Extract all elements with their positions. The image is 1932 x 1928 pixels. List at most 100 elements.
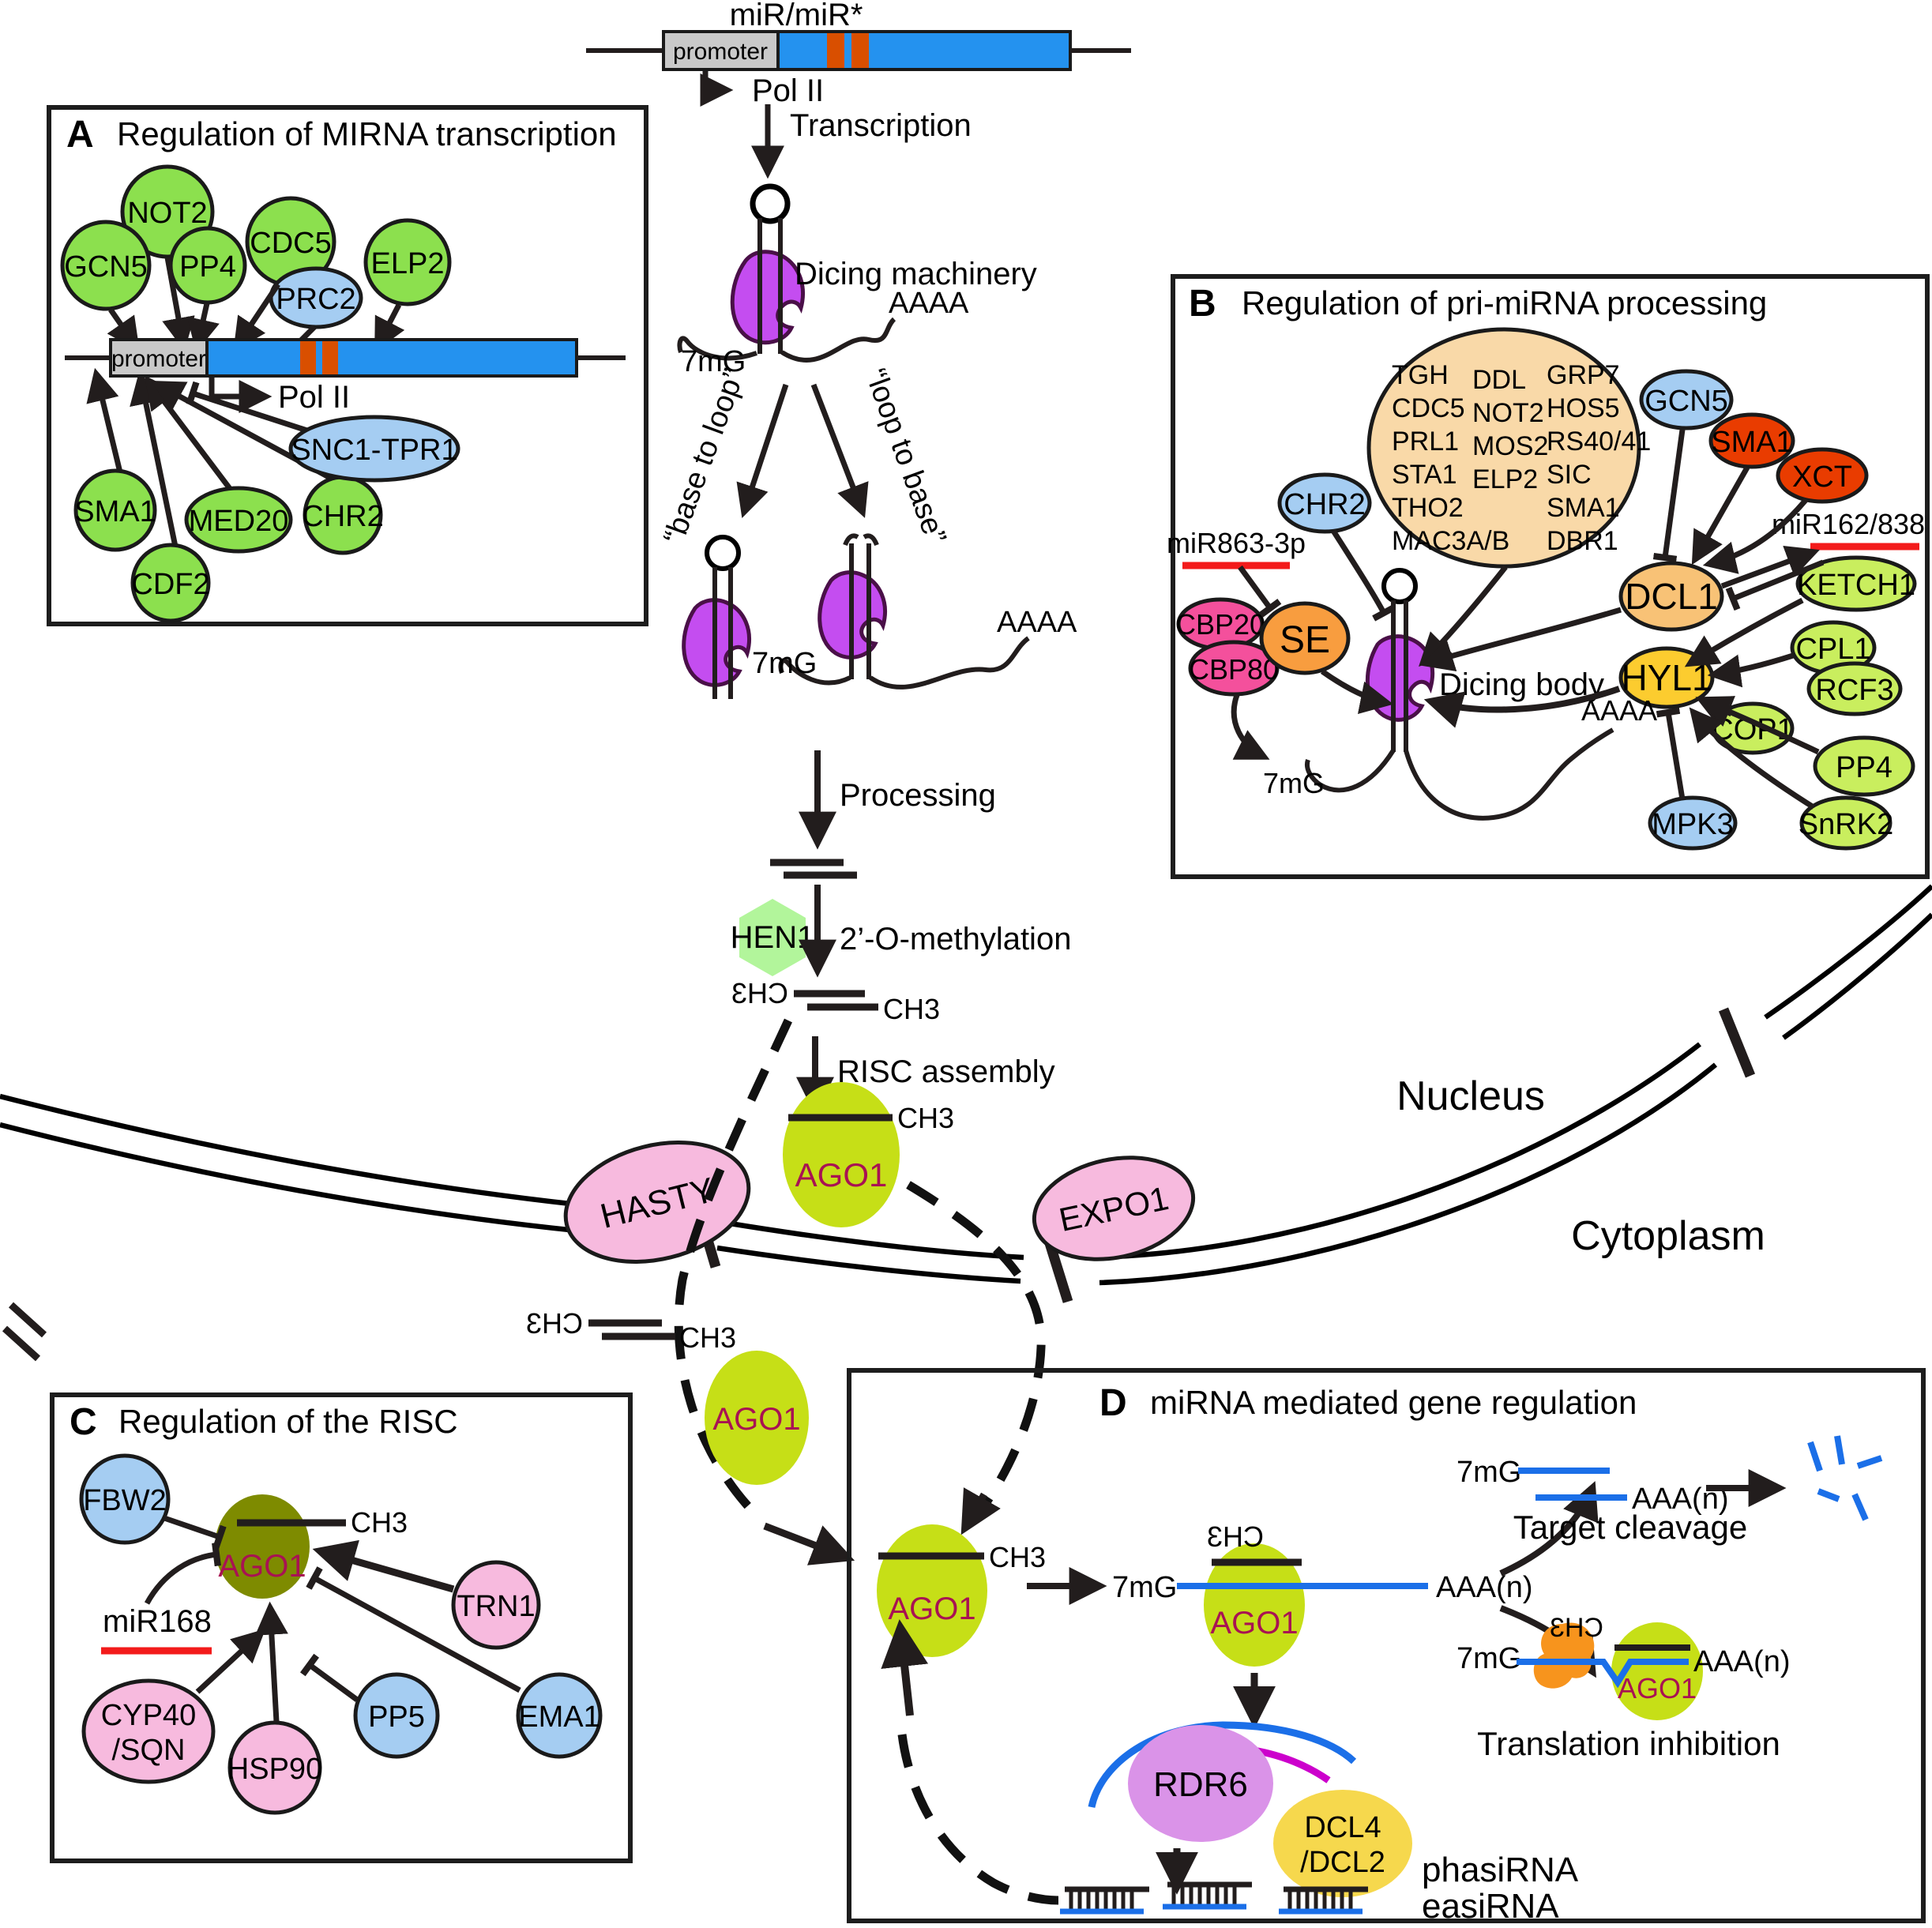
panel-c-box bbox=[50, 1392, 633, 1863]
dicing-flank-3p bbox=[1404, 727, 1614, 821]
cpl1-to-hyl1 bbox=[1707, 652, 1795, 688]
node-chr2-b bbox=[1277, 472, 1372, 534]
mpk3-inhibit-hyl1 bbox=[1656, 707, 1686, 800]
panel-a-title: Regulation of MIRNA transcription bbox=[117, 115, 617, 152]
envelope-edge-break-a bbox=[8, 1302, 47, 1338]
complex-to-dicing bbox=[1419, 565, 1508, 667]
cbp20-label: CBP20 bbox=[1175, 608, 1265, 641]
hairpin2-loop bbox=[705, 535, 741, 571]
node-dcl4-dcl2 bbox=[1273, 1790, 1412, 1897]
mir-star-segment-a bbox=[322, 341, 338, 374]
pol2-label: Pol II bbox=[752, 73, 824, 108]
pp4-a-label: PP4 bbox=[179, 250, 236, 284]
mir162-inhibit-dcl1 bbox=[1725, 559, 1825, 611]
ch3-label-1: CH3 bbox=[883, 993, 940, 1025]
nuclear-envelope: HASTY EXPO1 Nucleus Cytoplasm bbox=[0, 884, 1932, 1362]
node-cyp40-sqn bbox=[81, 1678, 216, 1784]
node-pp5 bbox=[353, 1672, 440, 1759]
ema1-label: EMA1 bbox=[518, 1701, 600, 1734]
methylation-label: 2’-O-methylation bbox=[840, 922, 1071, 956]
cdc5-label: CDC5 bbox=[250, 227, 331, 260]
envelope-seg4-a bbox=[1764, 884, 1932, 1020]
panel-d: D miRNA mediated gene regulation CH3 AGO… bbox=[847, 1368, 1926, 1926]
flank2-3p bbox=[869, 636, 1030, 690]
hsp90-to-ago1 bbox=[254, 1601, 288, 1723]
mir168-label: miR168 bbox=[103, 1604, 212, 1639]
ti-mrna-line bbox=[1517, 1659, 1689, 1689]
node-dcl1 bbox=[1618, 561, 1724, 632]
envelope-seg2-b bbox=[716, 1245, 1021, 1284]
aaaa-label-2: AAAA bbox=[997, 606, 1077, 639]
panel-c-tag: C bbox=[70, 1401, 97, 1443]
trn1-label: TRN1 bbox=[457, 1590, 535, 1623]
med20-label: MED20 bbox=[189, 505, 289, 538]
cyp40-arrow bbox=[195, 1629, 266, 1694]
mir-segment-a bbox=[300, 341, 316, 374]
node-rdr6 bbox=[1128, 1725, 1273, 1842]
ch3-mirrored-2: CH3 bbox=[526, 1307, 583, 1340]
envelope-seg1-a bbox=[0, 1093, 633, 1213]
node-rcf3 bbox=[1806, 661, 1903, 716]
base-to-loop-label: “base to loop” bbox=[657, 365, 751, 549]
aaan-label-1: AAA(n) bbox=[1436, 1571, 1532, 1604]
ema1-inhibit-ago1 bbox=[306, 1566, 521, 1693]
mpk3-label: MPK3 bbox=[1652, 808, 1733, 841]
cbp80-label: CBP80 bbox=[1189, 653, 1279, 686]
ch3-mirrored-d2: CH3 bbox=[1207, 1520, 1264, 1553]
cx-mac3ab: MAC3A/B bbox=[1392, 526, 1509, 556]
node-med20 bbox=[184, 486, 293, 554]
cx-sta1: STA1 bbox=[1392, 460, 1457, 490]
pp4-to-hyl1 bbox=[1698, 695, 1820, 755]
hen1-label: HEN1 bbox=[731, 920, 815, 955]
processing-complex-list: TGH CDC5 PRL1 STA1 THO2 MAC3A/B DDL NOT2… bbox=[1392, 360, 1651, 556]
hen1-hexagon bbox=[739, 899, 806, 976]
fbw2-label: FBW2 bbox=[83, 1484, 167, 1517]
ago1-d1-label: AGO1 bbox=[888, 1592, 975, 1626]
cx-grp7: GRP7 bbox=[1547, 360, 1620, 390]
ago1-cytoplasm-label: AGO1 bbox=[712, 1402, 800, 1437]
panel-b-box bbox=[1171, 274, 1930, 879]
xct-to-dcl1 bbox=[1702, 497, 1809, 574]
envelope-seg3-b bbox=[1099, 1062, 1718, 1286]
ch3-mirrored-2-label: CH3 bbox=[526, 1307, 583, 1340]
cx-hos5: HOS5 bbox=[1547, 393, 1620, 423]
node-elp2-a bbox=[363, 218, 452, 306]
pp5-label: PP5 bbox=[368, 1701, 425, 1734]
top-gene-diagram: miR/miR* promoter Pol II Transcription bbox=[586, 0, 1131, 179]
ch3-label-3: CH3 bbox=[679, 1321, 736, 1354]
chr2-a-label-t: CHR2 bbox=[302, 500, 383, 533]
ch3-mirrored-1: CH3 bbox=[731, 977, 788, 1009]
trn1-to-ago1 bbox=[312, 1539, 455, 1593]
snrk2-label: SnRK2 bbox=[1799, 808, 1893, 841]
node-pp4-b bbox=[1813, 735, 1915, 797]
flank-3p bbox=[780, 317, 896, 363]
base-to-loop-arrow bbox=[736, 383, 789, 518]
snrk2-to-hyl1 bbox=[1689, 707, 1815, 810]
ch3-mirrored-d3: CH3 bbox=[1550, 1613, 1603, 1643]
hsp90-label: HSP90 bbox=[227, 1753, 322, 1786]
ago1-nucleus-label: AGO1 bbox=[795, 1156, 888, 1193]
ch3-mirrored-1-label: CH3 bbox=[731, 977, 788, 1009]
loop-to-base-label: “loop to base” bbox=[859, 365, 953, 549]
cdf2-label: CDF2 bbox=[131, 568, 209, 601]
dcl4-label: DCL4 bbox=[1304, 1811, 1381, 1844]
node-gcn5-b bbox=[1639, 369, 1734, 430]
dcl1-label: DCL1 bbox=[1625, 576, 1718, 617]
gene-body bbox=[776, 30, 1072, 71]
expo1-group: EXPO1 bbox=[1032, 1156, 1196, 1261]
snc1-label: SNC1-TPR1 bbox=[291, 434, 457, 467]
node-cbp80 bbox=[1188, 640, 1280, 697]
ketch1-to-hyl1 bbox=[1684, 597, 1804, 667]
cytoplasm-label: Cytoplasm bbox=[1571, 1213, 1765, 1259]
cx-elp2: ELP2 bbox=[1472, 464, 1538, 494]
hasty-export-arrow bbox=[763, 1522, 855, 1565]
expo1-node bbox=[1032, 1156, 1196, 1261]
promoter-label: promoter bbox=[673, 39, 768, 65]
cap-label-2: 7mG bbox=[752, 647, 817, 680]
ago1-c-label: AGO1 bbox=[218, 1549, 306, 1584]
ch3-label-d1: CH3 bbox=[989, 1541, 1046, 1573]
target-cleavage-label: Target cleavage bbox=[1513, 1509, 1748, 1546]
fbw2-inhibit-ago1 bbox=[163, 1515, 227, 1550]
recycle-dashed-path bbox=[897, 1734, 1059, 1905]
cx-cdc5: CDC5 bbox=[1392, 393, 1465, 423]
